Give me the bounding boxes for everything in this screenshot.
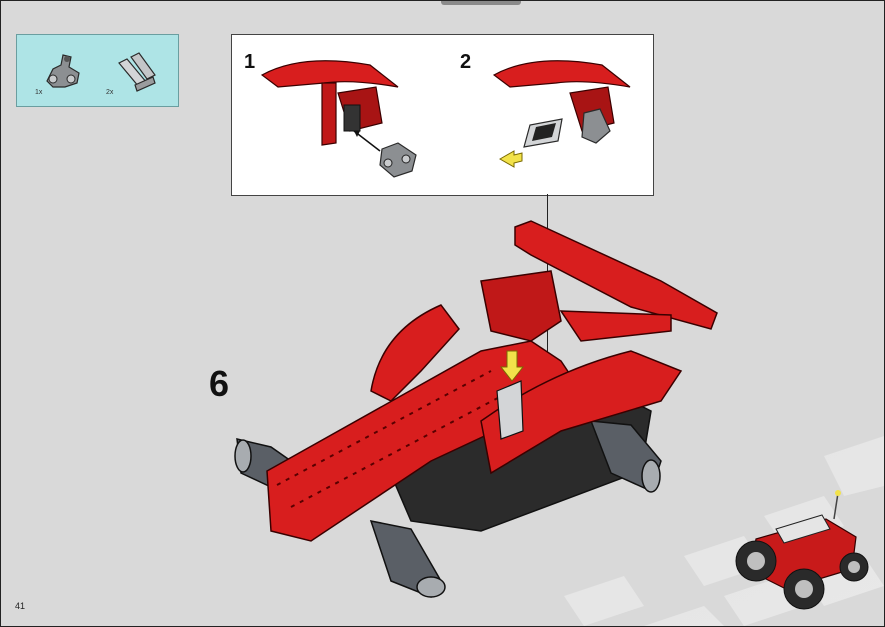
page-number: 41 [15, 601, 26, 611]
finished-model-thumbnail [735, 490, 869, 610]
substep-number-2: 2 [460, 51, 472, 73]
subassembly-box: 1 2 [231, 34, 654, 196]
top-page-tab [441, 1, 521, 5]
part-qty-1: 1x [35, 89, 43, 96]
substep-2-illustration [492, 60, 631, 168]
step-number: 6 [209, 363, 230, 404]
substep-number-1: 1 [244, 51, 256, 73]
gray-axle-pin-icon [118, 52, 156, 92]
parts-callout: 1x 2x [16, 34, 179, 107]
part-qty-2: 2x [106, 89, 114, 96]
substep-1-illustration [260, 60, 417, 178]
main-assembly-illustration [234, 220, 718, 598]
gray-connector-icon [46, 54, 80, 88]
